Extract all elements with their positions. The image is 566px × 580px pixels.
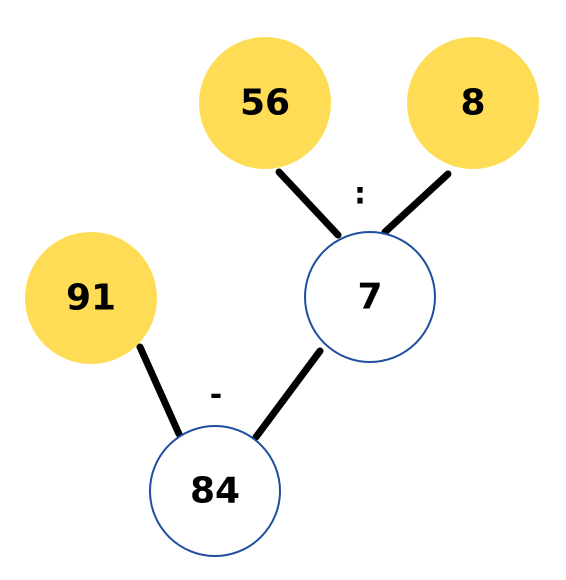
- node-91-value: 91: [66, 278, 116, 319]
- node-84-value: 84: [190, 471, 240, 512]
- node-7: 7: [304, 231, 436, 363]
- node-8-circle: [407, 37, 539, 169]
- edge-56-to-7: [275, 168, 342, 239]
- edge-7-to-84: [252, 347, 324, 441]
- subtract-operator: -: [210, 378, 222, 413]
- node-84-circle: [149, 425, 281, 557]
- node-7-circle: [304, 231, 436, 363]
- node-56-value: 56: [240, 83, 290, 124]
- divide-operator: :: [354, 177, 366, 212]
- node-7-value: 7: [357, 277, 382, 318]
- node-8: 8: [407, 37, 539, 169]
- node-84: 84: [149, 425, 281, 557]
- node-56: 56: [199, 37, 331, 169]
- node-91-circle: [25, 232, 157, 364]
- node-56-circle: [199, 37, 331, 169]
- node-91: 91: [25, 232, 157, 364]
- node-8-value: 8: [460, 83, 485, 124]
- edge-8-to-7: [381, 170, 452, 236]
- edge-91-to-84: [136, 343, 183, 438]
